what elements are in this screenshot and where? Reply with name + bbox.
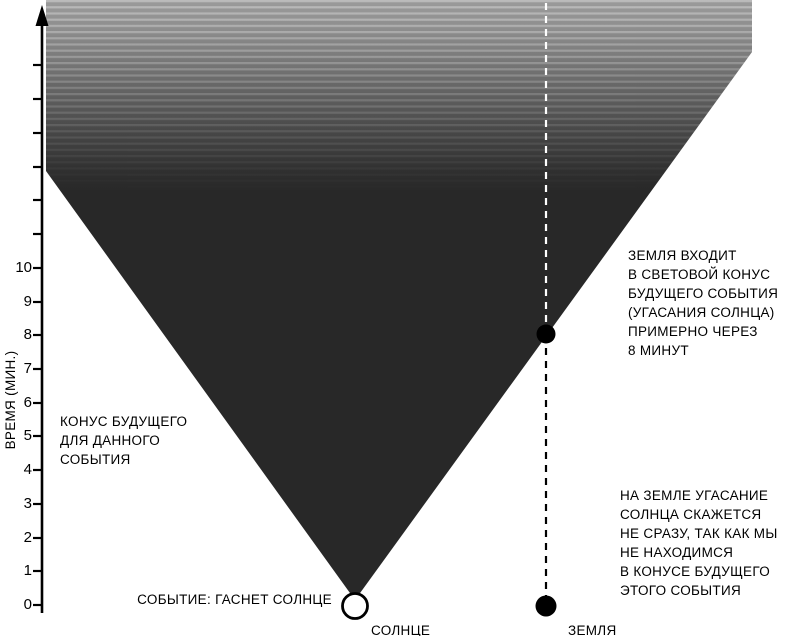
earth-label: ЗЕМЛЯ [568,623,617,636]
tick-label-1: 1 [23,562,32,579]
cone-gradient-bands [46,0,752,195]
time-axis-arrowhead [35,5,49,26]
tick-label-5: 5 [23,427,32,444]
earth-point [535,595,557,617]
tick-label-9: 9 [23,293,32,310]
tick-label-6: 6 [23,394,32,411]
sun-label: СОЛНЦЕ [371,623,431,636]
sun-event-point [341,592,369,620]
event-caption: СОБЫТИЕ: ГАСНЕТ СОЛНЦЕ [137,592,332,607]
tick-label-8: 8 [23,326,32,343]
earth-enters-caption: ЗЕМЛЯ ВХОДИТ В СВЕТОВОЙ КОНУС БУДУЩЕГО С… [628,248,779,358]
cone-entry-point [536,324,556,344]
tick-label-4: 4 [23,461,32,478]
tick-label-0: 0 [23,596,32,613]
tick-label-3: 3 [23,495,32,512]
axis-ticks [33,63,43,607]
tick-label-7: 7 [23,360,32,377]
tick-label-2: 2 [23,529,32,546]
delayed-effect-caption: НА ЗЕМЛЕ УГАСАНИЕ СОЛНЦА СКАЖЕТСЯ НЕ СРА… [620,488,778,598]
tick-label-10: 10 [15,259,32,276]
future-cone-caption: КОНУС БУДУЩЕГО ДЛЯ ДАННОГО СОБЫТИЯ [60,414,188,467]
